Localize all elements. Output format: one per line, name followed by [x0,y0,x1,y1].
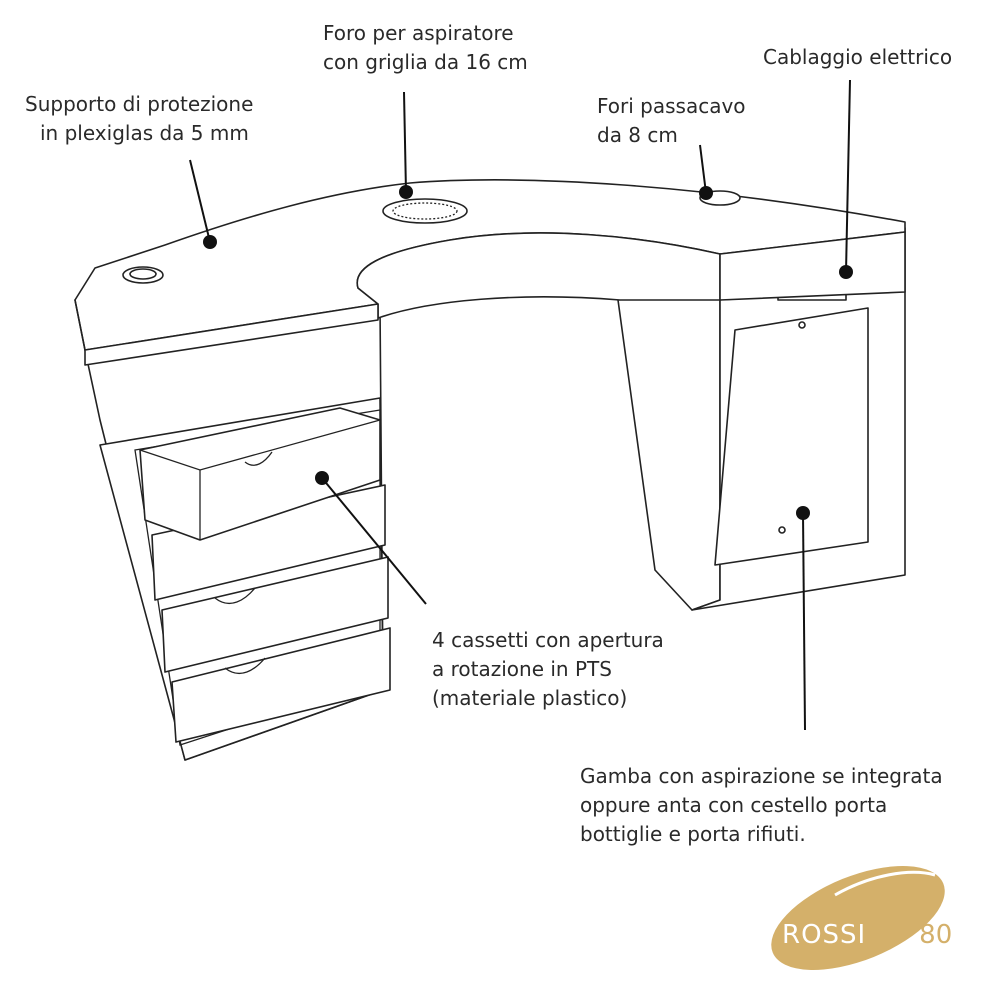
label-line: da 8 cm [597,123,678,147]
svg-text:'80: '80 [912,920,952,950]
drawer [161,556,389,673]
label-line: Supporto di protezione [25,92,254,116]
drawer [171,627,391,743]
label-line: in plexiglas da 5 mm [40,121,249,145]
label-line: Cablaggio elettrico [763,45,953,69]
label-aspiratore: Foro per aspiratore con griglia da 16 cm [323,19,528,77]
label-line: a rotazione in PTS [432,657,612,681]
leader-lines [189,79,853,731]
label-line: (materiale plastico) [432,686,628,710]
label-line: con griglia da 16 cm [323,50,528,74]
desk-top [74,179,906,366]
label-line: Fori passacavo [597,94,746,118]
label-line: Gamba con aspirazione se integrata [580,764,943,788]
label-line: Foro per aspiratore [323,21,514,45]
left-pedestal [84,304,391,761]
label-gamba: Gamba con aspirazione se integrata oppur… [580,762,943,849]
svg-text:ROSSI: ROSSI [782,920,866,950]
label-passacavo: Fori passacavo da 8 cm [597,92,746,150]
rossi-80-logo: ROSSI '80 [771,865,952,971]
label-cassetti: 4 cassetti con apertura a rotazione in P… [432,626,664,713]
label-line: 4 cassetti con apertura [432,628,664,652]
label-line: oppure anta con cestello porta [580,793,888,817]
label-cablaggio: Cablaggio elettrico [763,43,952,72]
label-plexiglas: Supporto di protezione in plexiglas da 5… [25,90,253,148]
label-line: bottiglie e porta rifiuti. [580,822,806,846]
aspirator-grille [382,198,468,224]
cabinet-door [714,307,869,566]
